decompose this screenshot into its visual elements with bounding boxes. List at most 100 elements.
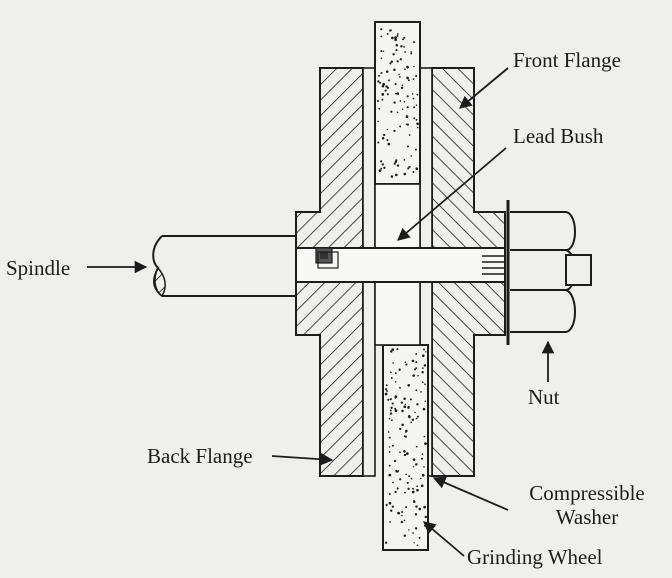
abrasive-grain xyxy=(394,38,397,42)
abrasive-grain xyxy=(423,505,426,509)
abrasive-grain xyxy=(396,164,400,167)
abrasive-grain xyxy=(396,34,399,37)
abrasive-grain xyxy=(392,53,395,56)
abrasive-grain xyxy=(394,83,397,86)
abrasive-grain xyxy=(383,166,386,169)
abrasive-grain xyxy=(385,70,389,73)
label-back-flange: Back Flange xyxy=(147,444,253,468)
abrasive-grain xyxy=(380,50,383,53)
abrasive-grain xyxy=(398,73,400,76)
abrasive-grain xyxy=(421,367,424,369)
abrasive-grain xyxy=(403,519,406,522)
arrow-back-flange xyxy=(271,452,334,466)
abrasive-grain xyxy=(404,361,407,363)
abrasive-grain xyxy=(414,513,418,516)
abrasive-grain xyxy=(390,350,393,353)
abrasive-grain xyxy=(424,400,427,403)
abrasive-grain xyxy=(413,117,416,120)
abrasive-grain xyxy=(406,145,410,148)
abrasive-grain xyxy=(388,418,391,420)
abrasive-grain xyxy=(395,49,398,52)
abrasive-grain xyxy=(421,453,424,456)
abrasive-grain xyxy=(418,507,422,511)
abrasive-grain xyxy=(407,487,410,490)
abrasive-grain xyxy=(394,381,397,383)
abrasive-grain xyxy=(413,65,415,68)
abrasive-grain xyxy=(423,348,425,351)
abrasive-grain xyxy=(412,458,416,461)
abrasive-grain xyxy=(387,431,390,433)
abrasive-grain xyxy=(406,106,409,109)
abrasive-grain xyxy=(386,128,389,131)
abrasive-grain xyxy=(403,397,406,401)
abrasive-grain xyxy=(420,484,424,488)
abrasive-grain xyxy=(410,421,413,424)
abrasive-grain xyxy=(422,407,426,411)
abrasive-grain xyxy=(415,463,418,466)
abrasive-grain xyxy=(399,386,401,389)
abrasive-grain xyxy=(413,500,416,504)
abrasive-grain xyxy=(401,108,404,110)
abrasive-grain xyxy=(417,374,419,377)
abrasive-grain xyxy=(416,544,419,547)
abrasive-grain xyxy=(413,542,415,544)
abrasive-grain xyxy=(377,141,380,144)
abrasive-grain xyxy=(394,372,397,375)
abrasive-grain xyxy=(391,444,394,447)
abrasive-grain xyxy=(384,89,387,92)
abrasive-grain xyxy=(389,398,392,401)
abrasive-grain xyxy=(380,167,383,170)
label-compressible-line1: Compressible xyxy=(529,481,645,505)
abrasive-grain xyxy=(413,41,415,44)
abrasive-grain xyxy=(410,52,413,55)
spindle-thread xyxy=(295,247,506,283)
abrasive-grain xyxy=(403,405,407,409)
abrasive-grain xyxy=(399,76,401,78)
abrasive-grain xyxy=(415,361,418,364)
abrasive-grain xyxy=(416,403,419,406)
abrasive-grain xyxy=(391,505,394,508)
abrasive-grain xyxy=(411,487,414,490)
abrasive-grain xyxy=(415,74,418,78)
abrasive-grain xyxy=(415,389,418,392)
abrasive-grain xyxy=(415,352,418,355)
abrasive-grain xyxy=(411,490,415,494)
abrasive-grain xyxy=(395,44,399,47)
abrasive-grain xyxy=(424,515,428,519)
abrasive-grain xyxy=(423,466,425,468)
abrasive-grain xyxy=(394,36,397,39)
abrasive-grain xyxy=(421,381,424,384)
abrasive-grain xyxy=(404,51,406,53)
abrasive-grain xyxy=(412,171,415,173)
abrasive-grain xyxy=(410,155,413,157)
abrasive-grain xyxy=(407,79,410,82)
abrasive-grain xyxy=(401,409,404,413)
abrasive-grain xyxy=(410,477,413,480)
abrasive-grain xyxy=(403,534,407,537)
abrasive-grain xyxy=(404,68,406,71)
arrow-front-flange xyxy=(459,67,509,109)
abrasive-grain xyxy=(408,475,411,478)
abrasive-grain xyxy=(403,100,406,103)
abrasive-grain xyxy=(377,120,379,123)
abrasive-grain xyxy=(416,485,419,488)
abrasive-grain xyxy=(389,62,392,65)
abrasive-grain xyxy=(403,435,406,438)
label-lead-bush: Lead Bush xyxy=(513,124,604,148)
abrasive-grain xyxy=(400,45,403,48)
abrasive-grain xyxy=(400,401,404,404)
abrasive-grain xyxy=(390,406,393,409)
abrasive-grain xyxy=(380,28,383,31)
abrasive-grain xyxy=(386,86,390,89)
abrasive-grain xyxy=(400,86,404,90)
abrasive-grain xyxy=(416,93,419,96)
abrasive-grain xyxy=(391,419,393,422)
abrasive-grain xyxy=(391,36,394,40)
abrasive-grain xyxy=(415,118,418,121)
abrasive-grain xyxy=(400,520,404,524)
abrasive-grain xyxy=(403,46,405,48)
abrasive-grain xyxy=(423,364,427,367)
abrasive-grain xyxy=(421,473,425,477)
abrasive-grain xyxy=(415,167,419,170)
